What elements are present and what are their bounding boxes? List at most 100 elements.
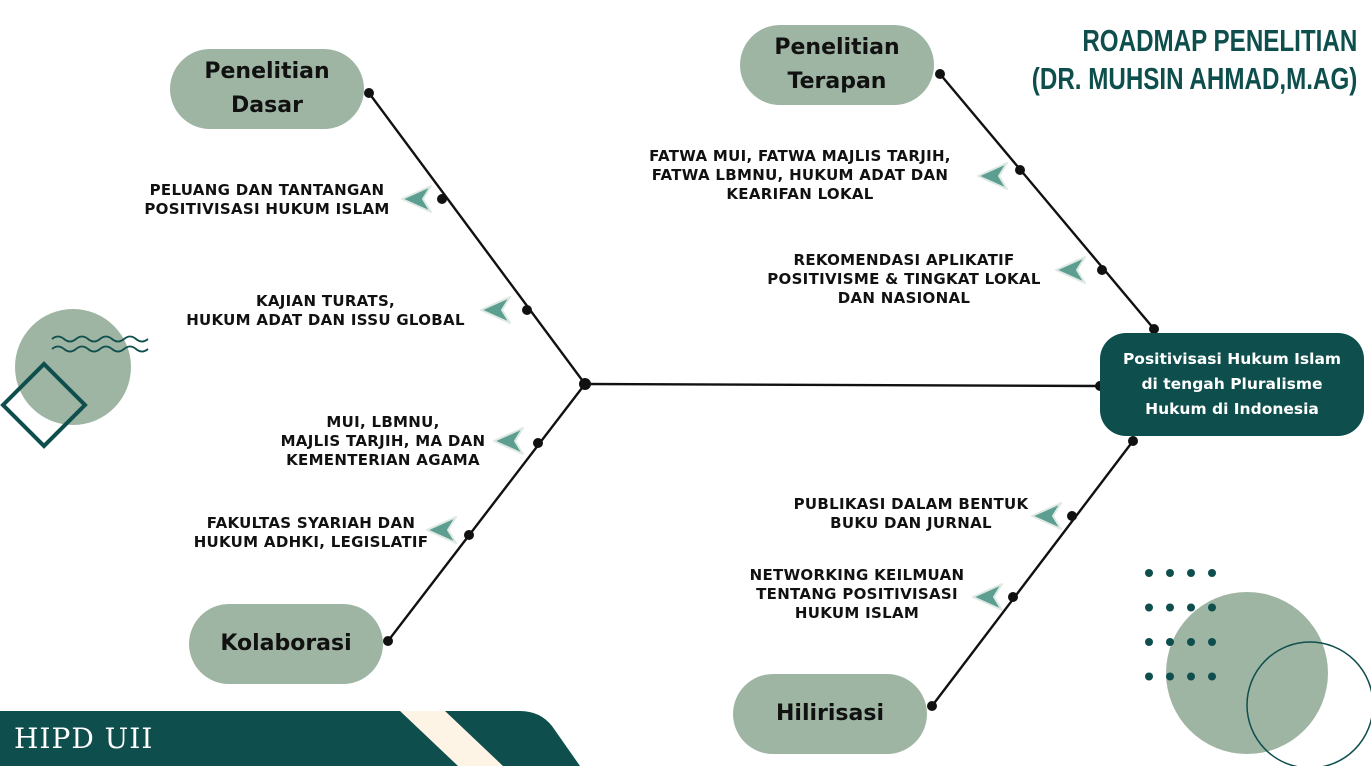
category-label: Terapan: [787, 69, 887, 94]
category-hilirisasi: Hilirisasi: [733, 674, 927, 754]
label-line: HUKUM ISLAM: [794, 604, 920, 622]
junction-dot: [464, 530, 474, 540]
junction-dot: [1128, 436, 1138, 446]
label-line: POSITIVISME & TINGKAT LOKAL: [767, 270, 1041, 288]
decor-dot: [1145, 569, 1153, 577]
left-arrow-icon: [972, 583, 1003, 611]
label-line: MUI, LBMNU,: [326, 413, 440, 431]
junction-dot: [364, 88, 374, 98]
junction-dot: [1149, 324, 1159, 334]
label-hilirisasi-1: PUBLIKASI DALAM BENTUK BUKU DAN JURNAL: [782, 495, 1040, 533]
decor-dot: [1187, 603, 1195, 612]
junction-dot: [935, 69, 945, 79]
label-line: DAN NASIONAL: [837, 289, 971, 307]
decor-dot: [1187, 638, 1195, 646]
junction-dot: [437, 194, 447, 204]
decor-dot: [1187, 569, 1195, 577]
label-terapan-1: FATWA MUI, FATWA MAJLIS TARJIH, FATWA LB…: [630, 147, 970, 204]
title-line-1: ROADMAP PENELITIAN: [1082, 23, 1357, 58]
category-label: Hilirisasi: [775, 701, 884, 726]
label-dasar-2: KAJIAN TURATS, HUKUM ADAT DAN ISSU GLOBA…: [183, 292, 468, 330]
decor-dot: [1145, 638, 1153, 646]
category-label: Penelitian: [774, 35, 900, 60]
label-line: REKOMENDASI APLIKATIF: [793, 251, 1015, 269]
decor-dot: [1166, 638, 1174, 646]
label-line: PUBLIKASI DALAM BENTUK: [793, 495, 1029, 513]
label-line: HUKUM ADHKI, LEGISLATIF: [193, 533, 429, 551]
right-decoration: [1145, 569, 1371, 766]
decor-dot: [1208, 569, 1216, 577]
footer-band: [0, 711, 580, 766]
label-line: KEARIFAN LOKAL: [726, 185, 874, 203]
label-line: HUKUM ADAT DAN ISSU GLOBAL: [186, 311, 465, 329]
label-line: MAJLIS TARJIH, MA DAN: [280, 432, 486, 450]
wavy-line-icon: [51, 335, 149, 343]
junction-dot: [1097, 265, 1107, 275]
decor-dot: [1208, 638, 1216, 646]
label-kolaborasi-1: MUI, LBMNU, MAJLIS TARJIH, MA DAN KEMENT…: [274, 413, 492, 470]
bone-terapan: [938, 72, 1156, 331]
decor-dot: [1187, 672, 1195, 681]
left-decoration: [0, 309, 149, 449]
junction-dot: [533, 438, 543, 448]
decor-dot: [1166, 603, 1174, 612]
decor-circle-left: [15, 309, 131, 425]
decor-ring-right: [1246, 641, 1371, 766]
left-arrow-icon: [480, 296, 511, 324]
label-line: KEMENTERIAN AGAMA: [286, 451, 480, 469]
label-line: FAKULTAS SYARIAH DAN: [206, 514, 416, 532]
left-arrow-icon: [1031, 502, 1062, 530]
label-line: POSITIVISASI HUKUM ISLAM: [144, 200, 390, 218]
spine-line: [583, 382, 1102, 388]
junction-dot: [579, 378, 591, 390]
bone-dasar: [367, 91, 587, 386]
label-line: FATWA MUI, FATWA MAJLIS TARJIH,: [649, 147, 951, 165]
roadmap-title: ROADMAP PENELITIAN (DR. MUHSIN AHMAD,M.A…: [1031, 22, 1357, 98]
wavy-line-icon: [51, 345, 149, 353]
decor-dot: [1208, 603, 1216, 612]
junction-dot: [927, 701, 937, 711]
diamond-outline-icon: [0, 361, 88, 449]
junction-dot: [1015, 165, 1025, 175]
decor-dot: [1166, 569, 1174, 577]
fishbone-lines: [367, 72, 1156, 708]
label-line: TENTANG POSITIVISASI: [756, 585, 958, 603]
junction-dot: [1008, 592, 1018, 602]
central-topic-box: Positivisasi Hukum Islam di tengah Plura…: [1100, 333, 1364, 436]
label-line: KAJIAN TURATS,: [255, 292, 396, 310]
label-hilirisasi-2: NETWORKING KEILMUAN TENTANG POSITIVISASI…: [738, 566, 976, 623]
bone-hilirisasi: [930, 439, 1135, 708]
category-label: Dasar: [231, 93, 303, 118]
label-line: PELUANG DAN TANTANGAN: [149, 181, 385, 199]
bone-kolaborasi: [386, 382, 587, 643]
left-arrow-icon: [401, 185, 432, 213]
footer-label: HIPD UII: [14, 722, 154, 755]
decor-circle-right: [1166, 592, 1328, 754]
label-line: BUKU DAN JURNAL: [830, 514, 992, 532]
category-kolaborasi: Kolaborasi: [189, 604, 383, 684]
junction-dot: [1067, 511, 1077, 521]
title-line-2: (DR. MUHSIN AHMAD,M.AG): [1031, 61, 1357, 96]
footer-cream-stripe: [400, 711, 503, 766]
decor-dot: [1166, 672, 1174, 681]
decor-dot: [1208, 672, 1216, 681]
label-kolaborasi-2: FAKULTAS SYARIAH DAN HUKUM ADHKI, LEGISL…: [180, 514, 442, 552]
label-dasar-1: PELUANG DAN TANTANGAN POSITIVISASI HUKUM…: [138, 181, 396, 219]
left-arrow-icon: [977, 162, 1008, 190]
left-arrow-icon: [493, 427, 524, 455]
decor-dot: [1145, 603, 1153, 612]
topic-line-2: di tengah Pluralisme: [1141, 375, 1323, 393]
junction-dot: [383, 636, 393, 646]
category-label: Penelitian: [204, 59, 330, 84]
topic-line-3: Hukum di Indonesia: [1145, 400, 1319, 418]
label-line: NETWORKING KEILMUAN: [749, 566, 965, 584]
category-label: Kolaborasi: [220, 631, 352, 656]
topic-line-1: Positivisasi Hukum Islam: [1122, 350, 1342, 368]
junction-dot: [522, 305, 532, 315]
label-terapan-2: REKOMENDASI APLIKATIF POSITIVISME & TING…: [754, 251, 1054, 308]
left-arrow-icon: [426, 516, 457, 544]
decor-dot: [1145, 672, 1153, 681]
